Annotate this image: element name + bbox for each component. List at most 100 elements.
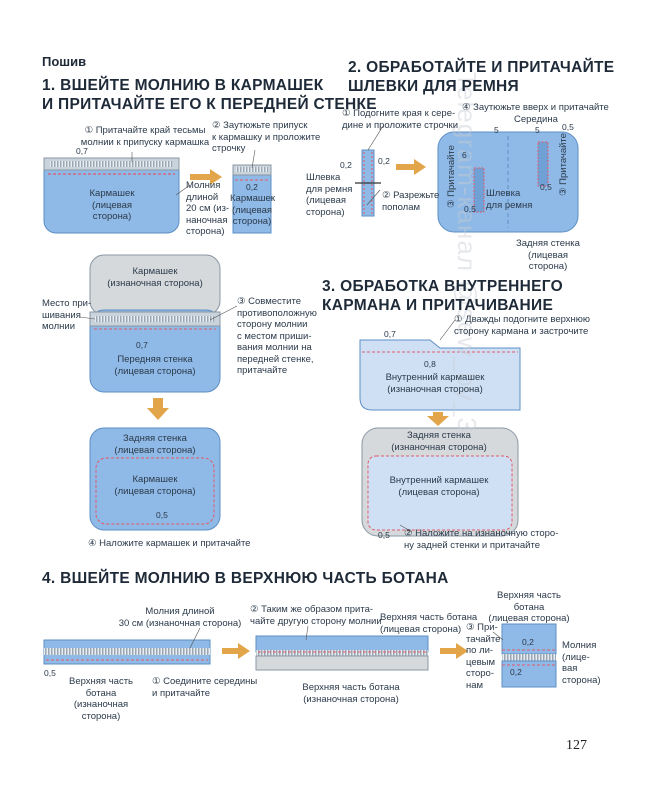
s2-loop-l1: Шлевка	[306, 172, 341, 183]
s1-note-4: ④ Наложите кармашек и притачайте	[88, 538, 251, 549]
s3-back-label: Задняя стенка (изнаночная сторона)	[384, 430, 494, 453]
s4-note-2-l2: чайте другую сторону молнии	[250, 615, 382, 627]
s1-back-l1: Задняя стенка	[123, 433, 187, 444]
s4-note-3-l1: ③ При-	[466, 622, 498, 633]
s2-note-3a: ③ Притачайте	[446, 145, 457, 208]
s4-piece-3	[501, 623, 557, 688]
s1-assembled	[89, 427, 221, 531]
s1-title-line1: 1. ВШЕЙТЕ МОЛНИЮ В КАРМАШЕК	[42, 77, 324, 94]
s3-note-2: ② Наложите на изнаночную сторо- ну задне…	[404, 528, 558, 551]
s3-inner-l1: Внутренний кармашек	[385, 372, 485, 383]
s1-front-panel	[89, 254, 221, 393]
s4-zip2-l2: (лице-	[562, 651, 590, 663]
s1-pocket-small-l2: (лицевая	[232, 204, 272, 216]
s1-note-3-l1: ③ Совместите	[237, 296, 301, 307]
s4-measure-02a: 0,2	[522, 637, 534, 647]
s2-measure-05c: 0,5	[540, 182, 552, 192]
s4-top4-label: Верхняя часть ботана (лицевая сторона)	[482, 590, 576, 625]
s1-zip-l5: сторона)	[186, 226, 225, 237]
s3-note-1-l2: сторону кармана и застрочите	[454, 325, 589, 337]
s4-note-3: ③ При- тачайте по ли- цевым сторо- нам	[466, 622, 500, 691]
s1-pocket-1	[43, 157, 180, 234]
s4-zip2-label: Молния (лице- вая сторона)	[562, 640, 601, 686]
s4-note-2: ② Таким же образом прита- чайте другую с…	[250, 604, 382, 627]
s1-place-l2: шивания	[42, 309, 81, 321]
s1-note-2-l2: к кармашку и проложите	[212, 131, 321, 143]
s3-inner-pocket	[359, 339, 521, 411]
s4-note-1: ① Соедините середины и притачайте	[152, 676, 257, 699]
s2-back-l1: Задняя стенка	[516, 238, 580, 249]
s2-back-panel	[437, 131, 579, 233]
s2-measure-6: 6	[462, 150, 467, 160]
s2-back-l2: (лицевая сторона)	[528, 249, 568, 273]
s1-place-label: Место при- шивания молнии	[42, 298, 91, 333]
s2-measure-02a: 0,2	[340, 160, 352, 170]
s4-top4-l1: Верхняя часть ботана	[496, 590, 561, 613]
s1-measure-07: 0,7	[76, 146, 88, 156]
s1-note-3-l6: передней стенке,	[237, 353, 314, 365]
s2-note-2: ② Разрежьте пополам	[382, 190, 439, 213]
s3-title-line2: КАРМАНА И ПРИТАЧИВАНИЕ	[322, 297, 554, 314]
s4-top3-l1: Верхняя часть ботана	[302, 682, 400, 693]
s4-top3-l2: (изнаночная сторона)	[303, 693, 399, 705]
s4-title: 4. ВШЕЙТЕ МОЛНИЮ В ВЕРХНЮЮ ЧАСТЬ БОТАНА	[42, 570, 449, 587]
s1-pocket-l1: Кармашек	[89, 188, 135, 199]
s4-note-3-l4: цевым	[466, 656, 496, 668]
s3-back-l2: (изнаночная сторона)	[391, 441, 487, 453]
s4-strip-2	[255, 635, 429, 671]
s2-arrow	[396, 159, 426, 175]
s3-inner-l2: (изнаночная сторона)	[387, 383, 483, 395]
s2-measure-05b: 0,5	[464, 204, 476, 214]
s4-measure-02b: 0,2	[510, 667, 522, 677]
s4-top-label: Верхняя часть ботана (изнаночная сторона…	[56, 676, 146, 722]
s4-arrow-1	[222, 643, 250, 659]
s4-note-2-l1: ② Таким же образом прита-	[250, 604, 374, 615]
s4-zip-l2: 30 см (изнаночная сторона)	[118, 617, 242, 629]
s2-loop2-label: Шлевка для ремня	[486, 188, 532, 211]
s3-back-panel	[361, 427, 519, 537]
s4-note-3-l5: сторо-	[466, 668, 495, 679]
s2-loop-l3: (лицевая	[306, 195, 346, 206]
s1-measure-05: 0,5	[156, 510, 168, 520]
s1-front-label: Передняя стенка (лицевая сторона)	[100, 354, 210, 377]
s3-inner-label: Внутренний кармашек (изнаночная сторона)	[380, 372, 490, 395]
s1-pocket-l2: (лицевая сторона)	[92, 199, 132, 223]
s1-zip-l1: Молния	[186, 180, 221, 191]
s1-measure-07b: 0,7	[136, 340, 148, 350]
s2-measure-02b: 0,2	[378, 156, 390, 166]
s1-zip-l3: 20 см (из-	[186, 203, 230, 214]
s3-inner2-l2: (лицевая сторона)	[398, 486, 480, 498]
s2-note-1-l1: ① Подогните края к сере-	[342, 108, 456, 119]
s1-zip-l2: длиной	[186, 191, 219, 203]
s4-note-1-l2: и притачайте	[152, 687, 211, 699]
s3-arrow-down	[427, 412, 449, 426]
s2-note-1-l2: дине и проложите строчки	[342, 119, 458, 131]
s1-pocket-label: Кармашек (лицевая сторона)	[72, 188, 152, 223]
s4-note-3-l2: тачайте	[466, 633, 501, 645]
s2-measure-5b: 5	[535, 125, 540, 135]
s1-pocket-small-label: Кармашек (лицевая сторона)	[230, 193, 275, 228]
s2-loop-l4: сторона)	[306, 206, 345, 218]
s1-title-line2: И ПРИТАЧАЙТЕ ЕГО К ПЕРЕДНЕЙ СТЕНКЕ	[42, 96, 377, 113]
s3-back-l1: Задняя стенка	[407, 430, 471, 441]
s3-title: 3. ОБРАБОТКА ВНУТРЕННЕГО КАРМАНА И ПРИТА…	[322, 277, 563, 315]
s1-note-2: ② Заутюжьте припуск к кармашку и проложи…	[212, 120, 320, 155]
s1-back-l2: (лицевая сторона)	[114, 444, 196, 456]
s1-note-3-l2: противоположную	[237, 307, 317, 319]
s1-pocket3-l2: (лицевая сторона)	[114, 485, 196, 497]
leader-lines	[79, 125, 504, 649]
s1-note-3-l3: сторону молнии	[237, 319, 308, 330]
s1-note-3: ③ Совместите противоположную сторону мол…	[237, 296, 317, 377]
s1-pocket-small	[232, 164, 272, 234]
s4-note-3-l3: по ли-	[466, 645, 494, 656]
s3-note-2-l2: ну задней стенки и притачайте	[404, 539, 540, 551]
s4-note-3-l6: нам	[466, 679, 484, 691]
s2-measure-05a: 0,5	[562, 122, 574, 132]
s1-front-l1: Передняя стенка	[117, 354, 193, 365]
s3-title-line1: 3. ОБРАБОТКА ВНУТРЕННЕГО	[322, 278, 563, 295]
s1-measure-02: 0,2	[246, 182, 258, 192]
s1-zip-label: Молния длиной 20 см (из- наночная сторон…	[186, 180, 229, 238]
s4-top4-l2: (лицевая сторона)	[488, 613, 570, 624]
s1-arrow-down	[147, 398, 169, 420]
